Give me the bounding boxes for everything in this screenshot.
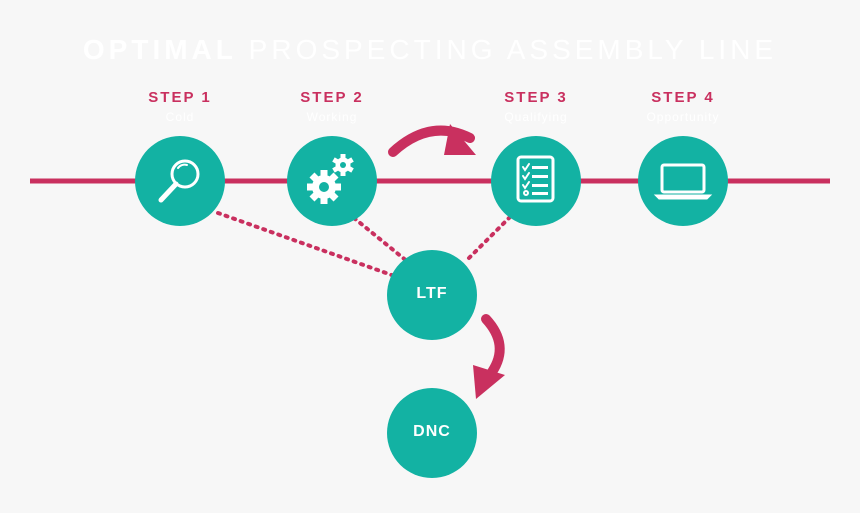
step3-sub: Qualifying — [504, 110, 568, 124]
ltf-label: LTF — [416, 285, 448, 302]
connector-step3-ltf — [465, 215, 512, 262]
title-bold: OPTIMAL — [82, 34, 237, 65]
laptop-icon — [653, 163, 713, 200]
step1-heading: STEP 1 Cold — [110, 89, 250, 124]
checklist-icon — [516, 155, 555, 203]
step1-label: STEP 1 — [148, 89, 212, 106]
title-light: PROSPECTING ASSEMBLY LINE — [248, 34, 778, 65]
step2-heading: STEP 2 Working — [262, 89, 402, 124]
step3-circle — [491, 136, 581, 226]
step3-heading: STEP 3 Qualifying — [466, 89, 606, 124]
gears-icon — [307, 154, 354, 204]
arrow-ltf-to-dnc — [473, 314, 505, 399]
diagram-title: OPTIMAL PROSPECTING ASSEMBLY LINE — [0, 34, 860, 66]
step4-circle — [638, 136, 728, 226]
connector-step2-ltf — [352, 216, 410, 264]
step1-circle — [135, 136, 225, 226]
step4-label: STEP 4 — [651, 89, 715, 106]
step4-heading: STEP 4 Opportunity — [613, 89, 753, 124]
ltf-connectors — [216, 211, 512, 280]
step4-sub: Opportunity — [646, 110, 720, 124]
dnc-circle — [387, 388, 477, 478]
step1-sub: Cold — [165, 110, 195, 124]
step2-label: STEP 2 — [300, 89, 364, 106]
connector-step1-ltf — [216, 211, 402, 280]
ltf-circle — [387, 250, 477, 340]
dnc-label: DNC — [413, 423, 451, 440]
step3-label: STEP 3 — [504, 89, 568, 106]
magnifier-icon — [158, 159, 200, 203]
arrow-step2-to-step3 — [388, 124, 476, 157]
step2-sub: Working — [306, 110, 358, 124]
